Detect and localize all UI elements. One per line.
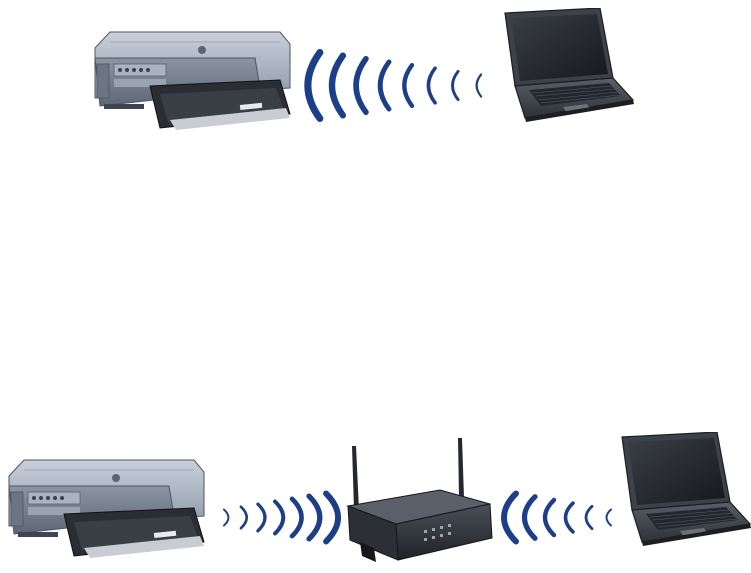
signal-arc [504, 494, 516, 542]
laptop-icon [495, 8, 635, 123]
printer-icon [90, 28, 300, 138]
signal-arc [428, 68, 435, 103]
wireless-signal-icon [300, 48, 490, 123]
signal-arc [477, 75, 482, 97]
signal-arc [380, 62, 389, 109]
router-icon [340, 438, 495, 563]
signal-arc [332, 56, 343, 116]
signal-arc [404, 65, 412, 106]
signal-arc [275, 502, 283, 534]
signal-arc [292, 499, 302, 536]
signal-arc [545, 500, 554, 535]
signal-arc [309, 496, 320, 539]
laptop-icon [612, 432, 751, 547]
wireless-signal-icon [498, 490, 618, 545]
signal-arc [356, 59, 366, 112]
printer-icon [4, 456, 214, 566]
signal-arc [566, 503, 574, 532]
signal-arc [308, 53, 320, 119]
adhoc-diagram [0, 0, 751, 150]
signal-arc [224, 510, 229, 526]
signal-arc [326, 494, 338, 542]
signal-arc [453, 71, 459, 99]
infrastructure-diagram [0, 420, 751, 573]
wireless-signal-icon [218, 490, 343, 545]
signal-arc [525, 497, 536, 539]
signal-arc [607, 510, 612, 526]
signal-arc [241, 507, 247, 528]
signal-arc [258, 504, 265, 531]
signal-arc [586, 506, 592, 528]
